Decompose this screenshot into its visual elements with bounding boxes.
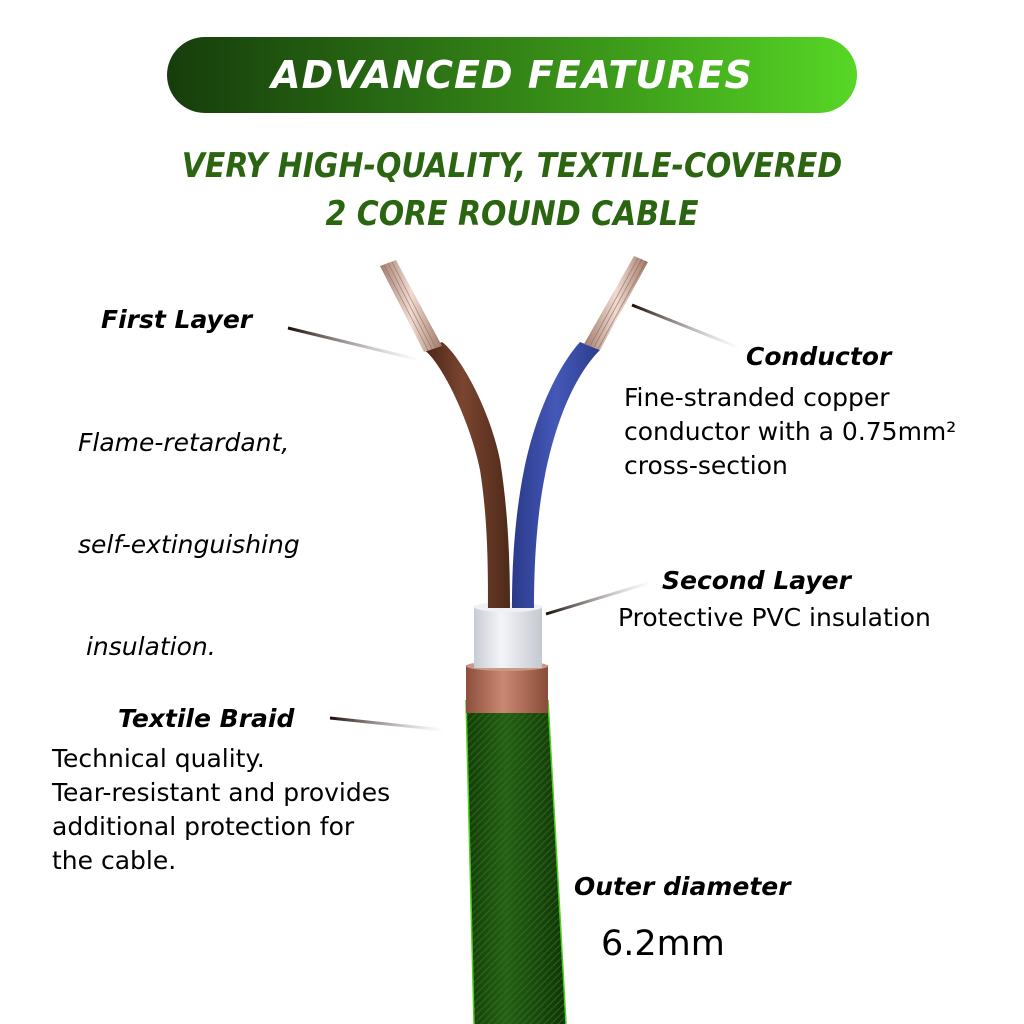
- conductor-line-2: conductor with a 0.75mm²: [624, 417, 957, 446]
- first-layer-line-2: self-extinguishing: [78, 530, 300, 559]
- outer-diameter-title: Outer diameter: [574, 872, 791, 901]
- textile-braid-line-1: Technical quality.: [52, 744, 265, 773]
- second-layer-line-1: Protective PVC insulation: [618, 603, 931, 632]
- first-layer-line-1: Flame-retardant,: [78, 428, 290, 457]
- subtitle-line-1: VERY HIGH-QUALITY, TEXTILE-COVERED: [181, 146, 843, 186]
- leader-second-layer: [545, 580, 653, 616]
- textile-braid-line-2: Tear-resistant and provides: [52, 778, 391, 807]
- conductor-title: Conductor: [746, 342, 892, 371]
- copper-ring: [466, 665, 548, 713]
- textile-braid-title: Textile Braid: [118, 704, 295, 733]
- conductor-line-3: cross-section: [624, 451, 788, 480]
- textile-braid-description: Technical quality. Tear-resistant and pr…: [52, 742, 390, 878]
- product-subtitle: VERY HIGH-QUALITY, TEXTILE-COVERED 2 COR…: [61, 142, 962, 238]
- blue-wire: [512, 342, 600, 608]
- conductor-description: Fine-stranded copper conductor with a 0.…: [624, 381, 956, 483]
- outer-diameter-value: 6.2mm: [601, 924, 725, 964]
- pvc-inner-sheath: [474, 606, 542, 668]
- leader-conductor: [631, 303, 741, 350]
- textile-braid-line-3: additional protection for: [52, 812, 355, 841]
- textile-braid-line-4: the cable.: [52, 846, 177, 875]
- copper-strands-right: [584, 256, 648, 350]
- brown-wire: [424, 342, 510, 608]
- subtitle-line-2: 2 CORE ROUND CABLE: [325, 194, 699, 234]
- conductor-line-1: Fine-stranded copper: [624, 383, 890, 412]
- advanced-features-banner: ADVANCED FEATURES: [167, 37, 857, 113]
- copper-strands-left: [380, 260, 442, 352]
- second-layer-description: Protective PVC insulation: [618, 601, 931, 635]
- first-layer-title: First Layer: [101, 305, 253, 334]
- leader-textile-braid: [329, 716, 445, 732]
- textile-braid-layer: [465, 699, 567, 1024]
- first-layer-line-3: insulation.: [78, 632, 216, 661]
- banner-title: ADVANCED FEATURES: [271, 53, 753, 97]
- leader-first-layer: [287, 326, 421, 362]
- first-layer-description: Flame-retardant, self-extinguishing insu…: [78, 358, 300, 698]
- second-layer-title: Second Layer: [662, 566, 851, 595]
